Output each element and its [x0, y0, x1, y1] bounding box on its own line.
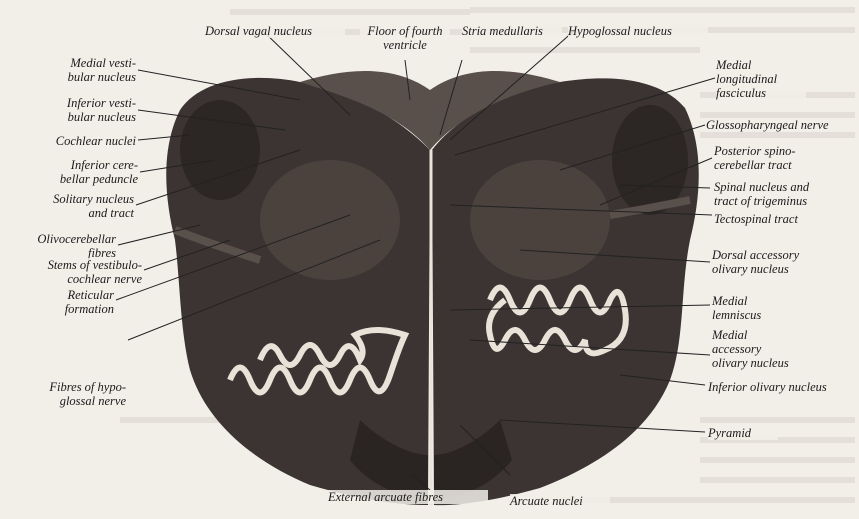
label-reticular-formation: Reticular formation — [20, 288, 114, 316]
label-dorsal-accessory-olivary-nucleus: Dorsal accessory olivary nucleus — [712, 248, 832, 276]
label-medial-lemniscus: Medial lemniscus — [712, 294, 792, 322]
label-medial-longitudinal-fasciculus: Medial longitudinal fasciculus — [716, 58, 806, 100]
label-hypoglossal-nucleus: Hypoglossal nucleus — [568, 24, 708, 38]
label-stria-medullaris: Stria medullaris — [462, 24, 562, 38]
label-fibres-hypoglossal-nerve: Fibres of hypo- glossal nerve — [10, 380, 126, 408]
label-posterior-spinocerebellar-tract: Posterior spino- cerebellar tract — [714, 144, 824, 172]
label-glossopharyngeal-nerve: Glossopharyngeal nerve — [706, 118, 856, 132]
label-external-arcuate-fibres: External arcuate fibres — [328, 490, 488, 504]
label-inferior-olivary-nucleus: Inferior olivary nucleus — [708, 380, 856, 394]
label-arcuate-nuclei: Arcuate nuclei — [510, 494, 610, 508]
left-reticular-zone — [260, 160, 400, 280]
label-solitary-nucleus: Solitary nucleus and tract — [20, 192, 134, 220]
label-stems-vestibulocochlear-nerve: Stems of vestibulo- cochlear nerve — [2, 258, 142, 286]
label-olivocerebellar-fibres: Olivocerebellar fibres — [10, 232, 116, 260]
label-cochlear-nuclei: Cochlear nuclei — [20, 134, 136, 148]
label-medial-vestibular-nucleus: Medial vesti- bular nucleus — [20, 56, 136, 84]
label-medial-accessory-olivary-nucleus: Medial accessory olivary nucleus — [712, 328, 822, 370]
left-peduncle-zone — [180, 100, 260, 200]
label-dorsal-vagal-nucleus: Dorsal vagal nucleus — [205, 24, 345, 38]
label-pyramid: Pyramid — [708, 426, 778, 440]
right-trigeminal-zone — [612, 105, 688, 215]
label-inferior-vestibular-nucleus: Inferior vesti- bular nucleus — [20, 96, 136, 124]
label-floor-fourth-ventricle: Floor of fourth ventricle — [360, 24, 450, 52]
right-reticular-zone — [470, 160, 610, 280]
medulla-section — [166, 71, 699, 505]
label-inferior-cerebellar-peduncle: Inferior cere- bellar peduncle — [20, 158, 138, 186]
label-spinal-nucleus-trigeminus: Spinal nucleus and tract of trigeminus — [714, 180, 838, 208]
label-tectospinal-tract: Tectospinal tract — [714, 212, 834, 226]
